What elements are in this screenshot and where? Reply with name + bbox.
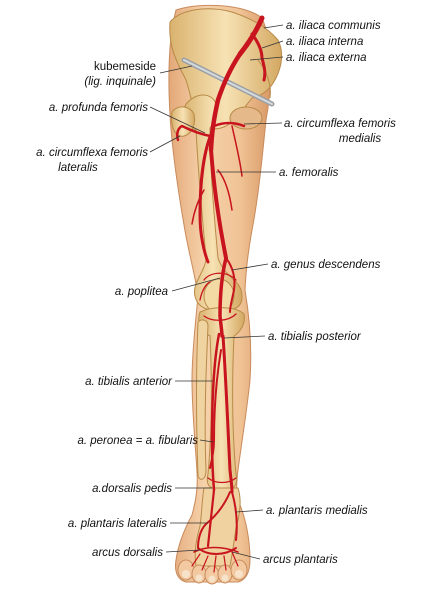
label-tibialis-posterior: a. tibialis posterior xyxy=(268,331,362,343)
foot-bones xyxy=(194,487,241,567)
label-plantaris-medialis: a. plantaris medialis xyxy=(266,505,368,517)
label-peronea: a. peronea = a. fibularis xyxy=(77,435,198,447)
greater-trochanter xyxy=(171,106,195,137)
label-tibialis-anterior: a. tibialis anterior xyxy=(85,376,173,388)
label-femoralis: a. femoralis xyxy=(279,167,339,179)
label-iliaca-communis: a. iliaca communis xyxy=(286,20,381,32)
label-profunda-femoris: a. profunda femoris xyxy=(49,102,148,114)
label-poplitea: a. poplitea xyxy=(115,286,168,298)
label-genus-descendens: a. genus descendens xyxy=(271,259,381,271)
label-iliaca-interna: a. iliaca interna xyxy=(286,36,363,48)
obturator-foramen xyxy=(229,106,263,130)
label-arcus-plantaris: arcus plantaris xyxy=(263,554,338,566)
leader-lines xyxy=(149,24,284,560)
label-circ-fem-medialis-line1: a. circumflexa femoris xyxy=(284,118,396,130)
label-circ-fem-lateralis-line2: lateralis xyxy=(58,162,98,174)
arterial-tree xyxy=(175,15,267,573)
fibula-bone xyxy=(196,319,209,480)
sacrum-edge xyxy=(257,59,271,99)
label-plantaris-lateralis: a. plantaris lateralis xyxy=(68,518,167,530)
toes xyxy=(177,559,248,585)
label-kubemeside: kubemeside xyxy=(94,61,156,73)
label-lig-inquinale: (lig. inquinale) xyxy=(84,76,156,88)
label-circ-fem-lateralis-line1: a. circumflexa femoris xyxy=(36,147,148,159)
label-circ-fem-medialis-line2: medialis xyxy=(339,133,381,145)
label-arcus-dorsalis: arcus dorsalis xyxy=(92,547,163,559)
tibia-bone xyxy=(198,307,245,489)
labels: a. iliaca communis a. iliaca interna a. … xyxy=(36,20,396,566)
label-iliaca-externa: a. iliaca externa xyxy=(286,52,367,64)
label-dorsalis-pedis: a.dorsalis pedis xyxy=(92,483,172,495)
